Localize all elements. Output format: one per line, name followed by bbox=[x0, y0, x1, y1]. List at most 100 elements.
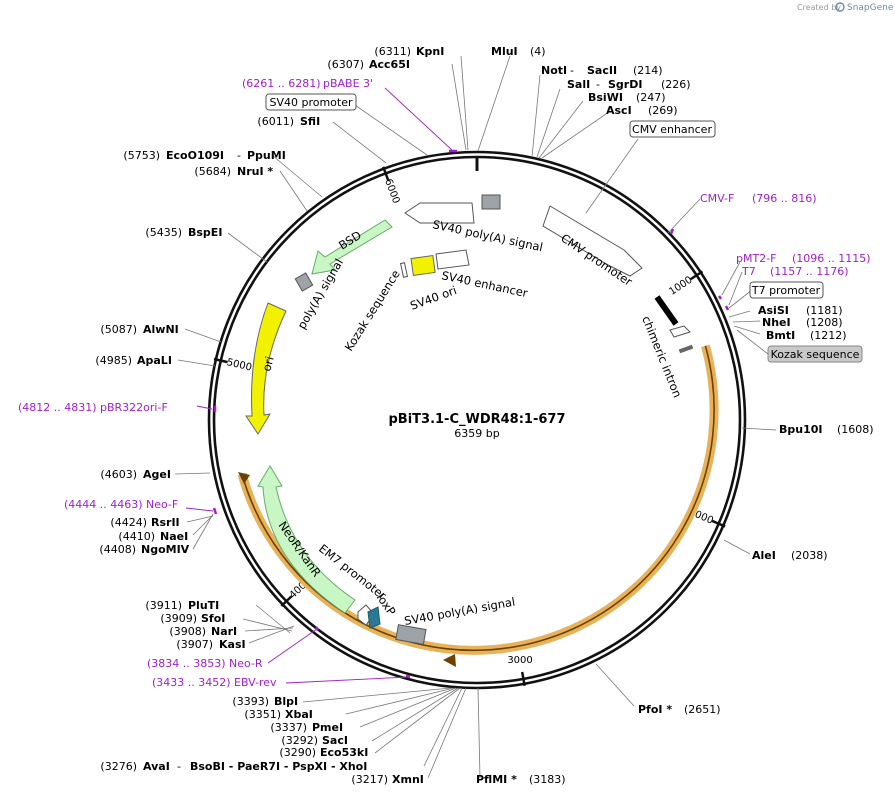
sv40-polya-bottom-label: SV40 poly(A) signal bbox=[403, 595, 516, 628]
site-labels-right: MluI (4) NotI - SacII (214) SalI - SgrDI… bbox=[476, 45, 874, 786]
site-nhei-pos: (1208) bbox=[806, 316, 843, 329]
site-nari-pos: (3908) bbox=[169, 625, 206, 638]
site-alwni-pos: (5087) bbox=[100, 323, 137, 336]
kozak-box bbox=[767, 345, 863, 363]
ori-label: ori bbox=[259, 355, 276, 373]
site-apali-pos: (4985) bbox=[95, 354, 132, 367]
chimeric-intron-arrow bbox=[669, 325, 691, 338]
primer-pbabe-range: (6261 .. 6281) bbox=[242, 77, 321, 90]
primer-pbr322-name: pBR322ori-F bbox=[100, 401, 168, 414]
backbone-outer bbox=[207, 150, 747, 690]
primer-neor-range: (3834 .. 3853) bbox=[147, 657, 226, 670]
site-bspei-pos: (5435) bbox=[145, 226, 182, 239]
primer-ebv-name: EBV-rev bbox=[234, 676, 277, 689]
site-ecoo109i-name: EcoO109I bbox=[166, 149, 224, 162]
site-alei-name: AleI bbox=[752, 549, 776, 562]
primer-t7-range: (1157 .. 1176) bbox=[770, 265, 849, 278]
cmv-enhancer-label: CMV enhancer bbox=[632, 123, 712, 136]
svg-text:-: - bbox=[570, 64, 574, 77]
site-avai-pos: (3276) bbox=[100, 760, 137, 773]
site-nari-name: NarI bbox=[211, 625, 237, 638]
site-xmni-name: XmnI bbox=[392, 773, 424, 786]
sv40-ori-box bbox=[410, 254, 436, 277]
site-kpni-pos: (6311) bbox=[374, 45, 411, 58]
site-agei-name: AgeI bbox=[143, 468, 171, 481]
site-bsiwi-name: BsiWI bbox=[588, 91, 623, 104]
t7-promoter-box bbox=[749, 281, 824, 299]
leader-lines bbox=[174, 55, 777, 779]
site-nrui-name: NruI * bbox=[237, 165, 273, 178]
site-alei-pos: (2038) bbox=[791, 549, 828, 562]
site-ecoo109i-pos: (5753) bbox=[123, 149, 160, 162]
ruler-label-5000: 5000 bbox=[226, 357, 253, 373]
site-labels-left: (3217) XmnI (3276) AvaI - BsoBI - PaeR7I… bbox=[95, 45, 444, 786]
site-asci-name: AscI bbox=[606, 104, 632, 117]
site-sfoi-pos: (3909) bbox=[160, 612, 197, 625]
site-pmei-pos: (3337) bbox=[270, 721, 307, 734]
plasmid-length: 6359 bp bbox=[454, 427, 499, 440]
orf-arrow-down bbox=[443, 654, 456, 667]
sv40-polya-top-arrow bbox=[404, 202, 475, 224]
sv40-promoter-label: SV40 promoter bbox=[269, 96, 353, 109]
ruler-tick-5000 bbox=[213, 357, 228, 364]
site-xmni-pos: (3217) bbox=[351, 773, 388, 786]
brand-name: SnapGene bbox=[847, 3, 894, 13]
site-saci-pos: (3292) bbox=[281, 734, 318, 747]
site-nrui-pos: (5684) bbox=[194, 165, 231, 178]
loxp-arrow bbox=[367, 606, 381, 629]
neor-kanr-arrow bbox=[257, 465, 356, 614]
site-blpi-name: BlpI bbox=[274, 695, 298, 708]
credit-prefix: Created by bbox=[797, 3, 841, 12]
site-noti-pos: (214) bbox=[633, 64, 663, 77]
ruler-label-6000: 6000 bbox=[382, 178, 401, 206]
plasmid-name: pBiT3.1-C_WDR48:1-677 bbox=[388, 412, 565, 427]
primer-labels: CMV-F (796 .. 816) pMT2-F (1096 .. 1115)… bbox=[18, 77, 871, 689]
primer-neor-name: Neo-R bbox=[229, 657, 263, 670]
cmv-enhancer-box bbox=[629, 120, 716, 138]
site-mlui-name: MluI bbox=[491, 45, 518, 58]
ori-arrow bbox=[245, 302, 287, 435]
ruler-label-3000: 3000 bbox=[507, 655, 532, 666]
kozak-label: Kozak sequence bbox=[771, 348, 860, 361]
sv40-ori-label: SV40 ori bbox=[408, 283, 458, 313]
ruler-tick-2000 bbox=[711, 519, 726, 528]
site-kasi-name: KasI bbox=[219, 638, 246, 651]
site-blpi-pos: (3393) bbox=[232, 695, 269, 708]
ruler-tick-1000 bbox=[690, 270, 704, 281]
primer-cmvf-name: CMV-F bbox=[700, 192, 734, 205]
t7-promoter-label: T7 promoter bbox=[751, 284, 821, 297]
sv40-polya-top-label: SV40 poly(A) signal bbox=[431, 217, 544, 254]
ruler-tick-4000 bbox=[280, 595, 293, 607]
svg-text:-: - bbox=[177, 760, 181, 773]
site-sali-pos: (226) bbox=[661, 78, 691, 91]
chimeric-intron-label: chimeric intron bbox=[639, 314, 684, 400]
sv40-polya-bottom-box bbox=[395, 624, 427, 645]
site-pflmi-name: PflMI * bbox=[476, 773, 517, 786]
site-pluti-pos: (3911) bbox=[145, 599, 182, 612]
site-pfoi-pos: (2651) bbox=[684, 703, 721, 716]
ruler-tick-3000 bbox=[520, 671, 526, 686]
site-noti-name: NotI bbox=[541, 64, 567, 77]
site-bsiwi-pos: (247) bbox=[636, 91, 666, 104]
site-saci-name: SacI bbox=[322, 734, 348, 747]
svg-text:-: - bbox=[596, 78, 600, 91]
site-bpu10i-pos: (1608) bbox=[837, 423, 874, 436]
site-rsrii-pos: (4424) bbox=[110, 516, 147, 529]
site-sfii-pos: (6011) bbox=[257, 115, 294, 128]
site-alwni-name: AlwNI bbox=[143, 323, 179, 336]
site-eco53ki-pos: (3290) bbox=[279, 746, 316, 759]
ruler-tick-6000 bbox=[382, 166, 390, 181]
snapgene-logo-icon bbox=[835, 2, 845, 12]
site-agei-pos: (4603) bbox=[100, 468, 137, 481]
primer-t7-name: T7 bbox=[741, 265, 756, 278]
site-bmti-name: BmtI bbox=[766, 329, 795, 342]
site-nhei-name: NheI bbox=[762, 316, 791, 329]
site-ngomiv-pos: (4408) bbox=[99, 543, 136, 556]
primer-cmvf-range: (796 .. 816) bbox=[752, 192, 817, 205]
kozak-inner-mark bbox=[399, 262, 409, 278]
kozak-tick bbox=[678, 344, 694, 354]
site-kasi-pos: (3907) bbox=[176, 638, 213, 651]
sv40-promoter-box bbox=[265, 93, 357, 111]
site-sali-extra: SgrDI bbox=[608, 78, 642, 91]
